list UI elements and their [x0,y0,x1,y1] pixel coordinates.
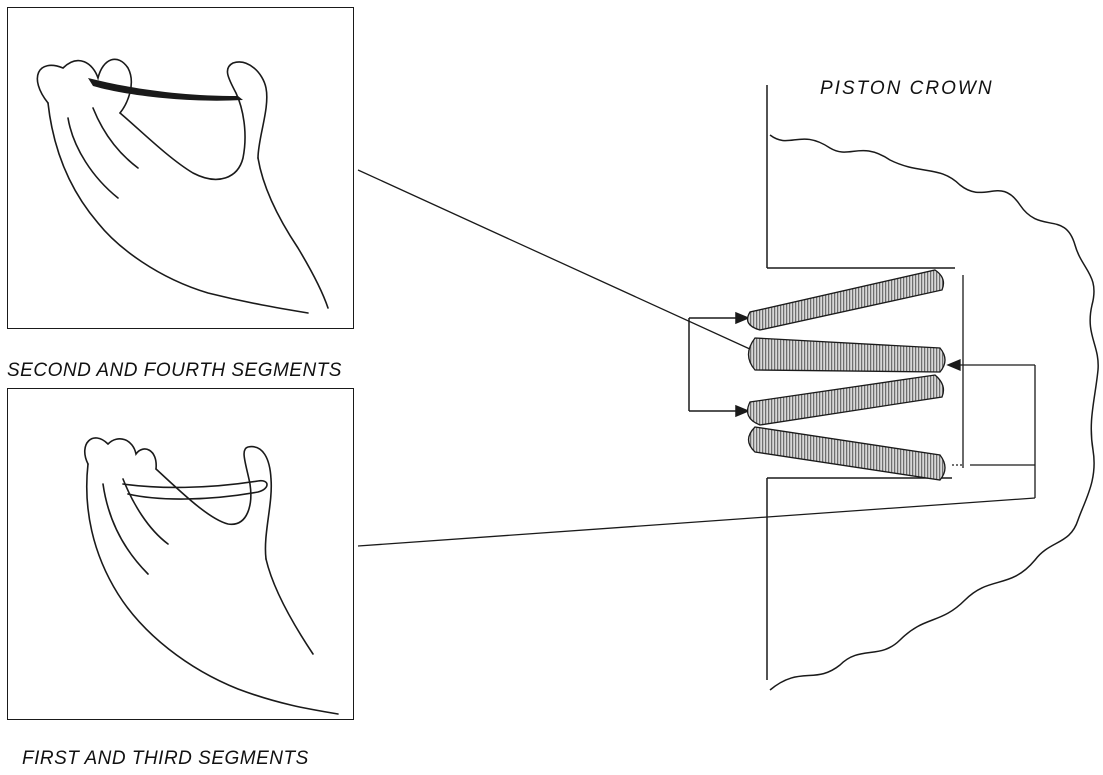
right-bracket [948,275,1035,498]
caption-first-third: FIRST AND THIRD SEGMENTS [22,748,309,770]
ring-segment-3 [748,375,944,425]
leader-line-lower [358,498,1035,546]
expander-bracket [689,313,748,416]
ring-segment-2 [749,338,946,372]
ring-segment-1 [748,270,944,330]
caption-second-fourth: SECOND AND FOURTH SEGMENTS [7,360,342,382]
ring-segments [748,270,945,480]
hand-illustration [8,389,353,719]
ring-segment-4 [749,427,946,480]
arrowhead-upper [736,313,748,323]
photo-panel-second-fourth [7,7,354,329]
arrowhead-right [948,360,960,370]
hand-illustration [8,8,353,328]
piston-crown-label: PISTON CROWN [820,78,994,100]
arrowhead-lower [736,406,748,416]
ring-segment-in-hand [88,78,243,101]
leader-line-upper [358,170,752,350]
photo-panel-first-third [7,388,354,720]
